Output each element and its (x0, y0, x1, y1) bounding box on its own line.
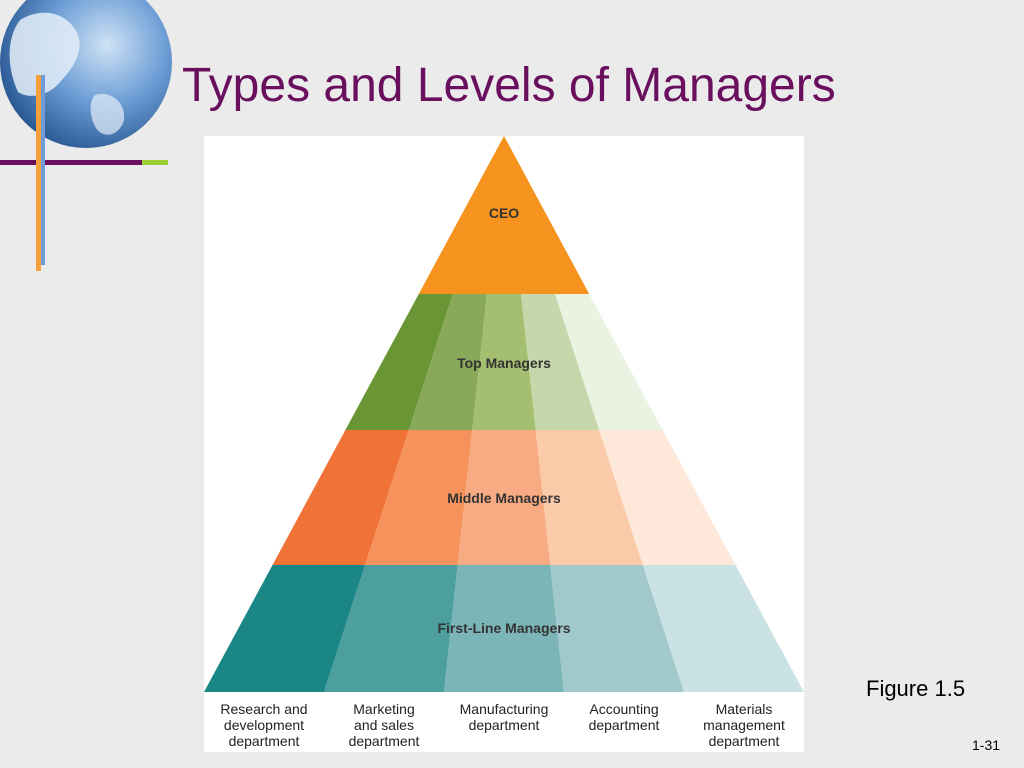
level-label-top: Top Managers (457, 355, 551, 371)
pyramid-band-ceo (418, 136, 590, 294)
pyramid-segment-top-marketing (408, 294, 487, 430)
pyramid-segment-top-manufacturing (472, 294, 536, 430)
globe-decoration (0, 0, 180, 180)
pyramid-segment-first-materials (642, 565, 804, 692)
pyramid-segment-middle-accounting (535, 430, 643, 565)
level-label-middle: Middle Managers (447, 490, 561, 506)
figure-caption: Figure 1.5 (866, 676, 966, 701)
pyramid-segment-first-manufacturing (444, 565, 564, 692)
pyramid-segment-top-rd (345, 294, 453, 430)
slide-title: Types and Levels of Managers (182, 59, 836, 112)
globe-icon (0, 0, 172, 148)
pyramid-segment-top-materials (555, 294, 663, 430)
level-label-first: First-Line Managers (437, 620, 570, 636)
decorative-purple-line (0, 160, 142, 165)
pyramid-segment-middle-manufacturing (457, 430, 551, 565)
level-label-ceo: CEO (489, 205, 519, 221)
pyramid-segment-first-rd (204, 565, 366, 692)
decorative-blue-line (41, 75, 45, 265)
pyramid-segment-top-accounting (521, 294, 600, 430)
slide-number: 1-31 (972, 737, 1001, 753)
pyramid-segment-first-marketing (324, 565, 458, 692)
pyramid-segment-middle-materials (599, 430, 736, 565)
decorative-orange-line (36, 75, 41, 271)
pyramid-segment-middle-marketing (365, 430, 473, 565)
pyramid-segment-middle-rd (272, 430, 409, 565)
decorative-green-line (142, 160, 168, 165)
pyramid-segment-first-accounting (550, 565, 684, 692)
